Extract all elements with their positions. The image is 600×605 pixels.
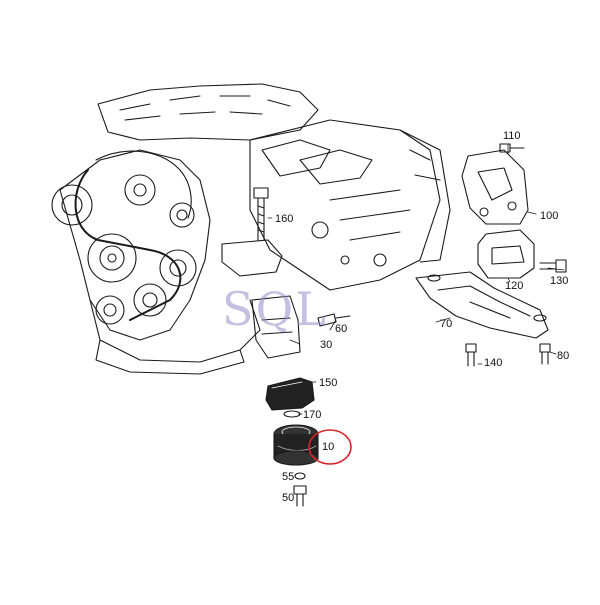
heat-shield-150 — [265, 377, 315, 411]
callout-140: 140 — [484, 357, 503, 369]
callout-100: 100 — [540, 210, 559, 222]
bolt-80 — [539, 343, 551, 365]
washer-55 — [294, 472, 306, 480]
callout-30: 30 — [320, 339, 333, 351]
callout-150: 150 — [319, 377, 338, 389]
leader-lines — [267, 143, 565, 415]
callout-70: 70 — [440, 318, 453, 330]
callout-120: 120 — [505, 280, 524, 292]
bolt-110 — [499, 143, 525, 153]
watermark-logo: SQL — [222, 282, 328, 336]
callout-55: 55 — [282, 471, 295, 483]
transmission-mount-120 — [477, 229, 535, 279]
bolt-60 — [317, 313, 351, 327]
bolt-140 — [465, 343, 477, 367]
callout-80: 80 — [557, 350, 570, 362]
callout-130: 130 — [550, 275, 569, 287]
callout-10: 10 — [322, 441, 335, 453]
bolt-160 — [253, 187, 269, 241]
bolt-50 — [293, 485, 307, 507]
engine-block — [51, 83, 451, 375]
callout-160: 160 — [275, 213, 294, 225]
engine-mount-10 — [273, 424, 319, 466]
callout-170: 170 — [303, 409, 322, 421]
callout-60: 60 — [335, 323, 348, 335]
callout-50: 50 — [282, 492, 295, 504]
callout-110: 110 — [503, 130, 521, 142]
crossmember-70 — [415, 271, 549, 339]
bolt-130 — [539, 259, 567, 273]
highlight-circle — [308, 429, 352, 465]
mount-bracket-100 — [461, 149, 529, 225]
